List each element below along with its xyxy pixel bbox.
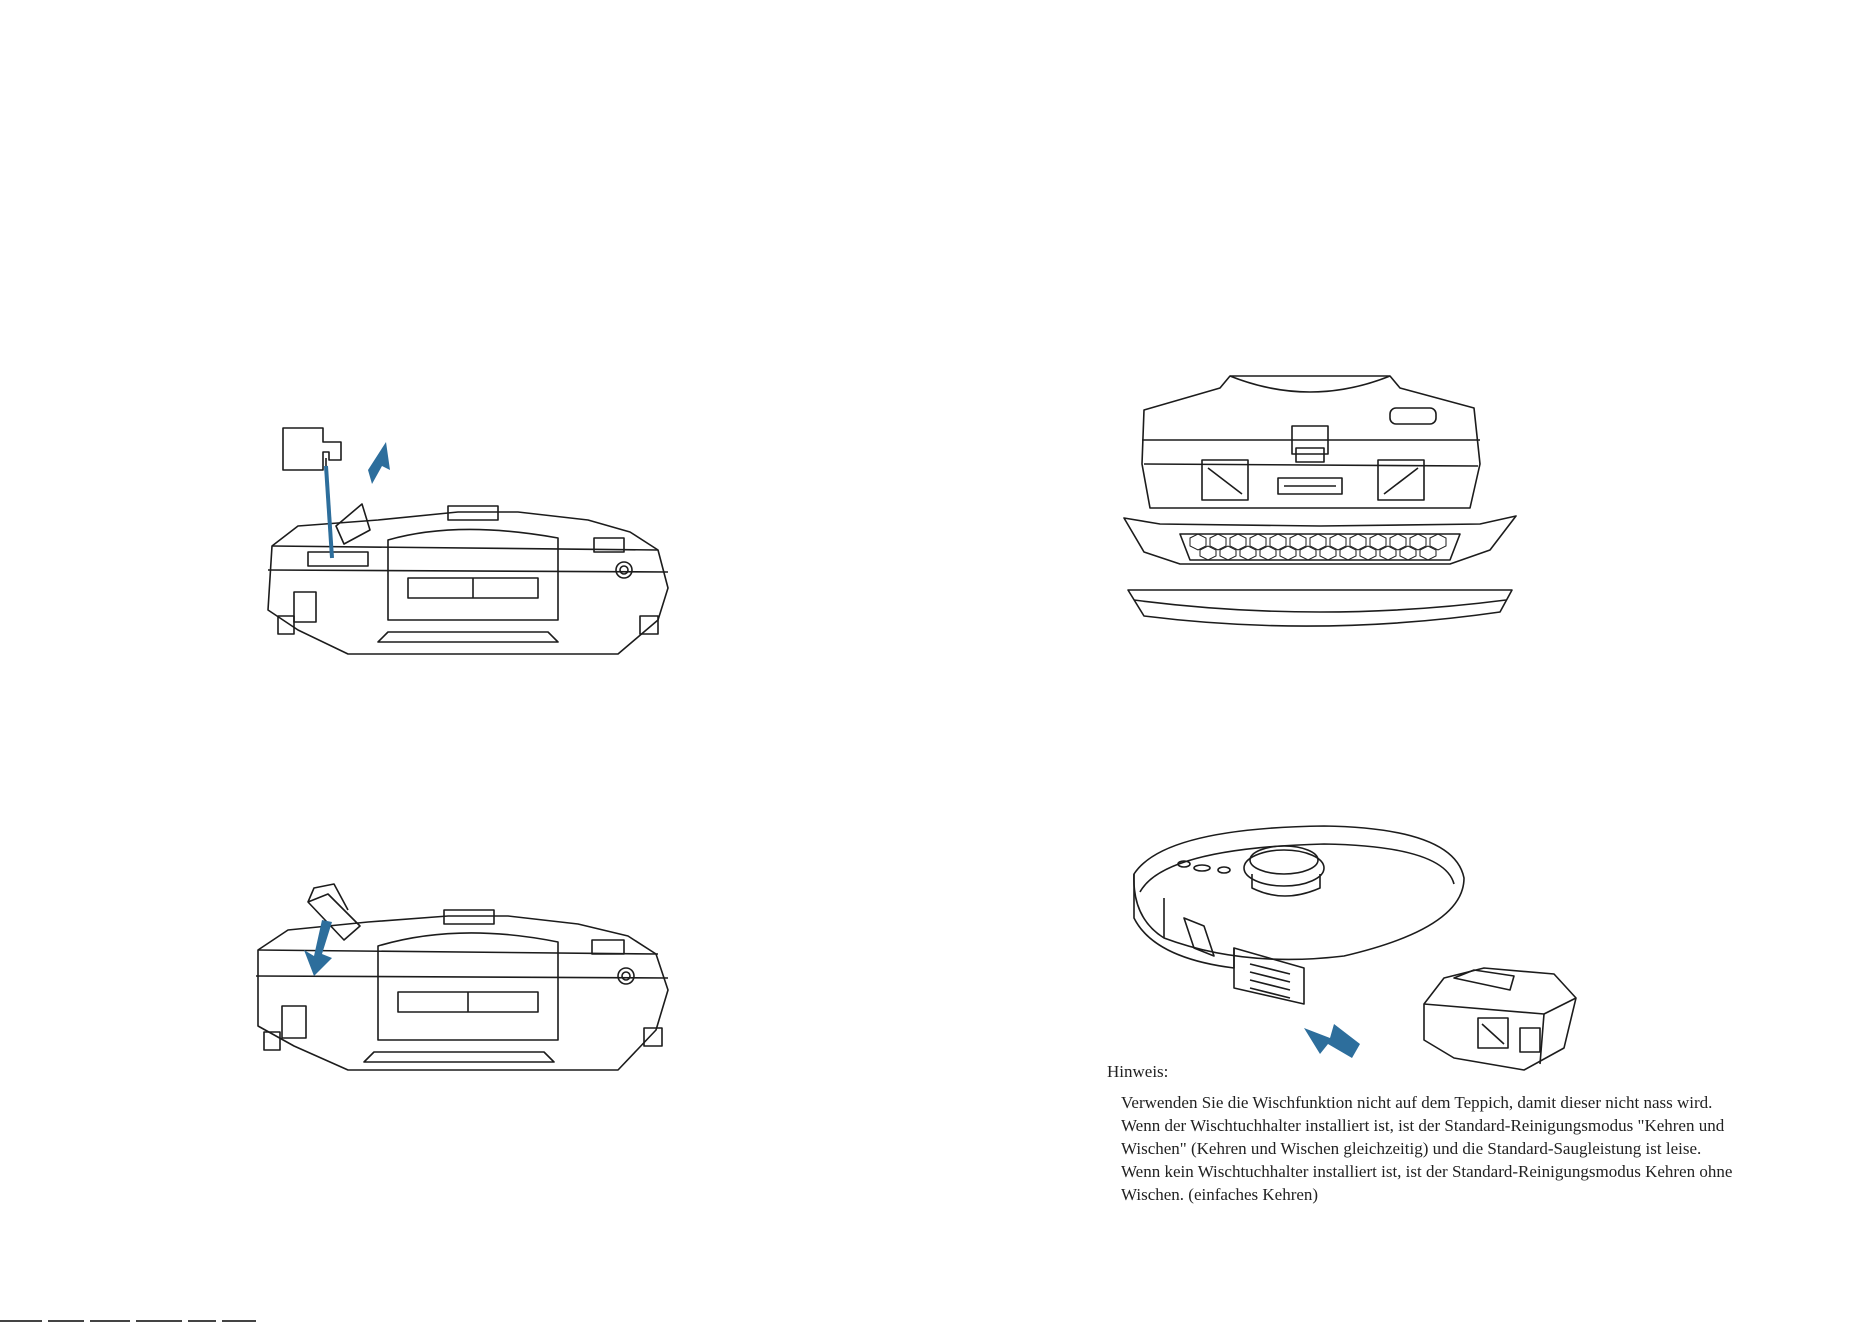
note-line: Wenn kein Wischtuchhalter installiert is… [1121, 1162, 1733, 1181]
robot-water-tank-insert-icon [255, 883, 669, 1071]
note-line: Verwenden Sie die Wischfunktion nicht au… [1121, 1093, 1713, 1112]
mop-holder-exploded-icon [1123, 375, 1517, 627]
note-title: Hinweis: [1107, 1062, 1169, 1081]
footer-strip [0, 1320, 330, 1322]
water-tank-filling-illustration [258, 420, 698, 655]
robot-mop-mount-icon [1133, 825, 1577, 1071]
mop-holder-parts-illustration [1120, 368, 1520, 648]
note-line: Wischen. (einfaches Kehren) [1121, 1185, 1319, 1204]
note-body: Verwenden Sie die Wischfunktion nicht au… [1107, 1091, 1807, 1206]
mop-holder-mounting-illustration [1124, 818, 1584, 1078]
water-tank-insertion-illustration [248, 880, 698, 1080]
robot-water-tank-fill-icon [267, 427, 669, 655]
note-line: Wischen" (Kehren und Wischen gleichzeiti… [1121, 1139, 1702, 1158]
note-line: Wenn der Wischtuchhalter installiert ist… [1121, 1116, 1725, 1135]
note-section: Hinweis: Verwenden Sie die Wischfunktion… [1107, 1060, 1807, 1206]
